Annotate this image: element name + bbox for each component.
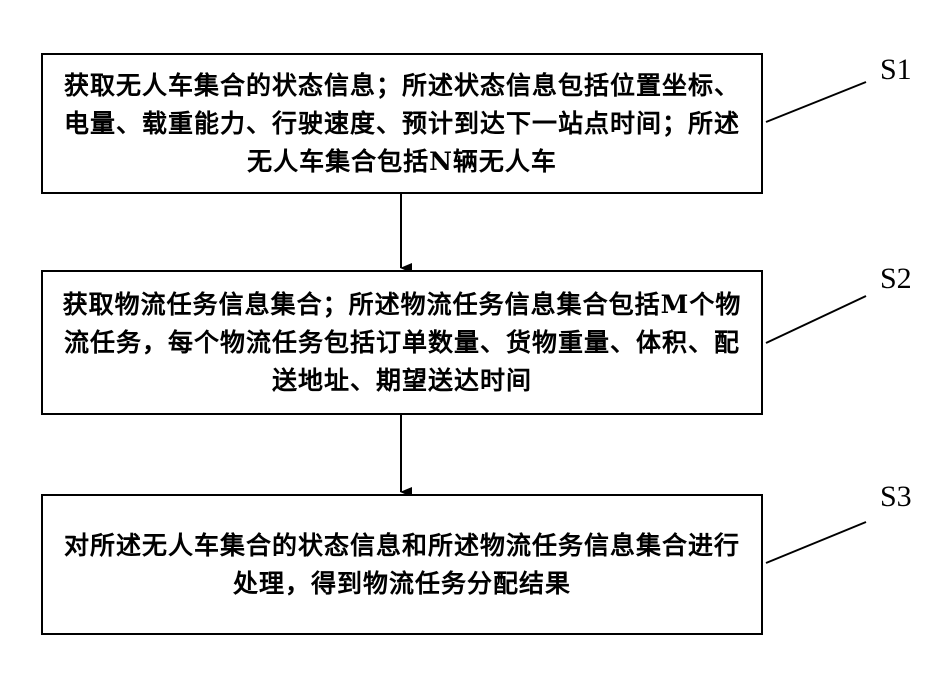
step-text-s2: 获取物流任务信息集合；所述物流任务信息集合包括M个物流任务，每个物流任务包括订单… <box>57 286 747 400</box>
step-text-s3: 对所述无人车集合的状态信息和所述物流任务信息集合进行处理，得到物流任务分配结果 <box>57 527 747 603</box>
step-box-s2: 获取物流任务信息集合；所述物流任务信息集合包括M个物流任务，每个物流任务包括订单… <box>41 270 763 415</box>
step-box-s3: 对所述无人车集合的状态信息和所述物流任务信息集合进行处理，得到物流任务分配结果 <box>41 494 763 635</box>
leader-line-s1 <box>766 82 866 122</box>
step-label-s3: S3 <box>880 482 912 512</box>
step-text-s1: 获取无人车集合的状态信息；所述状态信息包括位置坐标、电量、载重能力、行驶速度、预… <box>57 67 747 181</box>
step-label-s2: S2 <box>880 264 912 294</box>
step-label-s1: S1 <box>880 55 912 85</box>
leader-line-s3 <box>766 522 866 563</box>
leader-line-s2 <box>766 296 866 343</box>
step-box-s1: 获取无人车集合的状态信息；所述状态信息包括位置坐标、电量、载重能力、行驶速度、预… <box>41 53 763 194</box>
